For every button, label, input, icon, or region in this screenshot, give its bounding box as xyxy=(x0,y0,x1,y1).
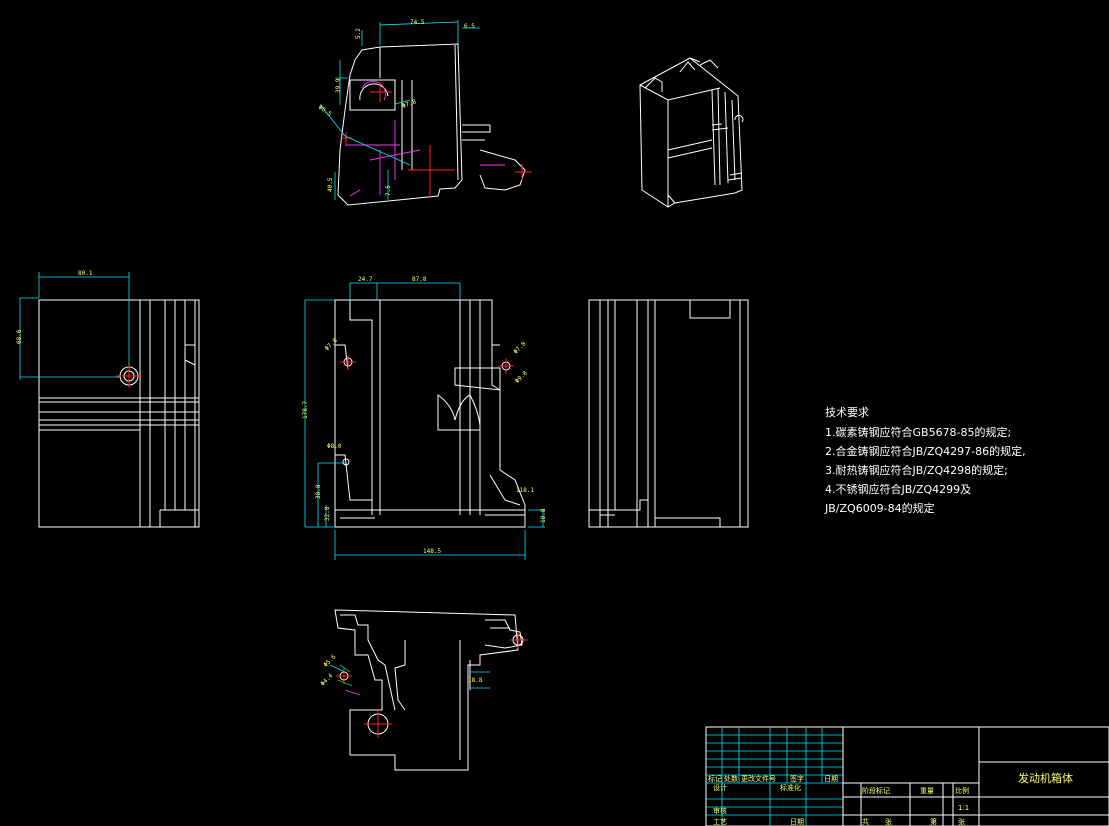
tb-row-label: 标准化 xyxy=(780,783,801,792)
tb-row-label: 审核 xyxy=(713,806,727,815)
dim-label: 18.8 xyxy=(540,508,547,523)
dim-label: 68.6 xyxy=(16,329,23,344)
top-view: 74.5 6.5 5.2 39.9 Φ6.5 Φ7.8 40.5 7.5 xyxy=(317,19,532,206)
dim-label: 7.5 xyxy=(385,185,392,196)
tb-scale: 1:1 xyxy=(958,804,969,812)
dim-label: Φ7.8 xyxy=(512,340,527,355)
tb-bottom-label: 张 xyxy=(885,817,892,826)
dim-label: Φ9.8 xyxy=(514,370,529,385)
tb-mid-label: 重量 xyxy=(920,787,934,795)
tb-date-label: 日期 xyxy=(790,818,804,826)
dim-label: Φ8.0 xyxy=(327,443,342,450)
tb-cell: 日期 xyxy=(824,775,838,783)
notes-line: 2.合金铸钢应符合JB/ZQ4297-86的规定, xyxy=(825,444,1026,458)
tb-bottom-label: 第 xyxy=(930,817,937,826)
tb-bottom-label: 张 xyxy=(958,817,965,826)
tb-row-label: 设计 xyxy=(713,783,727,792)
dim-label: 5.2 xyxy=(355,28,362,39)
tb-cell: 签字 xyxy=(790,774,804,783)
notes-line: 1.碳素铸钢应符合GB5678-85的规定; xyxy=(825,425,1011,439)
dim-label: 32.8 xyxy=(324,506,331,521)
left-view: 80.1 68.6 xyxy=(16,270,200,528)
notes-line: JB/ZQ6009-84的规定 xyxy=(824,501,935,515)
notes-line: 4.不锈钢应符合JB/ZQ4299及 xyxy=(825,482,971,496)
dim-label: Φ4.4 xyxy=(319,672,334,687)
notes-title: 技术要求 xyxy=(825,406,869,419)
dim-label: 118.1 xyxy=(516,487,534,494)
tb-row-label: 工艺 xyxy=(713,818,727,826)
tb-mid-label: 阶段标记 xyxy=(862,786,890,795)
dim-label: 6.5 xyxy=(464,23,475,30)
tb-cell: 更改文件号 xyxy=(741,774,776,783)
title-block: 标记 处数 更改文件号 签字 日期 设计 标准化 审核 工艺 日期 阶段标记 重… xyxy=(705,726,1109,826)
dim-label: 87.8 xyxy=(412,276,427,283)
dim-label: 18.8 xyxy=(468,677,483,684)
tb-bottom-label: 共 xyxy=(862,817,869,826)
part-name: 发动机箱体 xyxy=(1018,771,1073,785)
dim-label: Φ5.6 xyxy=(322,653,337,668)
isometric-view xyxy=(639,57,744,208)
dim-label: 80.1 xyxy=(78,270,93,277)
dim-label: 24.7 xyxy=(358,276,373,283)
dim-label: Φ7.8 xyxy=(401,98,417,110)
dim-label: 148.5 xyxy=(423,548,441,555)
dim-label: 40.5 xyxy=(327,177,334,192)
bottom-view: Φ5.6 Φ4.4 18.8 xyxy=(319,609,528,771)
dim-label: 178.7 xyxy=(302,401,309,419)
dim-label: Φ6.5 xyxy=(317,104,333,118)
notes-line: 3.耐热铸钢应符合JB/ZQ4298的规定; xyxy=(825,463,1008,477)
front-view: 24.7 87.8 Φ7.8 Φ7.8 178.7 Φ8.0 Φ9.8 38.8… xyxy=(302,276,547,560)
dim-label: 38.8 xyxy=(315,484,322,499)
dim-label: 74.5 xyxy=(410,19,425,26)
dim-label: 39.9 xyxy=(335,78,342,93)
tb-cell: 标记 xyxy=(708,774,722,783)
right-view xyxy=(588,299,749,528)
tb-mid-label: 比例 xyxy=(955,786,969,795)
technical-notes: 技术要求 1.碳素铸钢应符合GB5678-85的规定; 2.合金铸钢应符合JB/… xyxy=(824,406,1026,515)
tb-cell: 处数 xyxy=(724,774,738,783)
